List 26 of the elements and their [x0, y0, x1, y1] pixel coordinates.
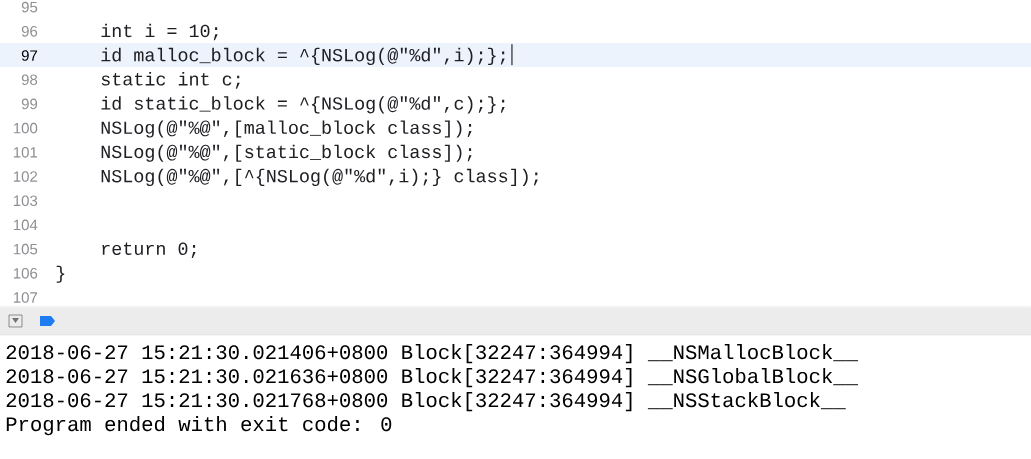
code-line: NSLog(@"%@",[static_block class]); — [101, 144, 472, 162]
line-number: 98 — [21, 74, 38, 86]
line-number: 97 — [21, 50, 38, 61]
line-number: 104 — [13, 219, 38, 231]
line-number: 107 — [13, 292, 38, 303]
console-output-line: 2018-06-27 15:21:30.021406+0800 Block[32247:364994] __NSMallocBlock__ — [6, 344, 859, 364]
code-line: id malloc_block = ^{NSLog(@"%d",i);}; — [101, 47, 505, 65]
code-line: return 0; — [102, 242, 196, 259]
line-number: 100 — [13, 122, 38, 134]
line-number: 106 — [13, 268, 38, 279]
line-number: 96 — [21, 26, 38, 37]
code-line: static int c; — [101, 72, 240, 89]
code-line: id static_block = ^{NSLog(@"%d",c);}; — [101, 96, 505, 114]
line-number: 95 — [21, 1, 38, 13]
code-line: } — [56, 265, 65, 283]
console-output-line: Program ended with exit code: 0 — [6, 416, 392, 436]
code-line: int i = 10; — [101, 23, 218, 41]
line-number: 99 — [21, 98, 38, 110]
line-number: 103 — [13, 195, 38, 207]
code-line: NSLog(@"%@",[^{NSLog(@"%d",i);} class]); — [101, 168, 538, 186]
code-line: NSLog(@"%@",[malloc_block class]); — [101, 120, 472, 138]
line-number: 102 — [13, 171, 38, 182]
line-number: 101 — [13, 147, 38, 158]
console-output-line: 2018-06-27 15:21:30.021768+0800 Block[32247:364994] __NSStackBlock__ — [6, 392, 846, 412]
console-output-line: 2018-06-27 15:21:30.021636+0800 Block[32247:364994] __NSGlobalBlock__ — [6, 368, 859, 388]
line-number: 105 — [13, 243, 38, 255]
